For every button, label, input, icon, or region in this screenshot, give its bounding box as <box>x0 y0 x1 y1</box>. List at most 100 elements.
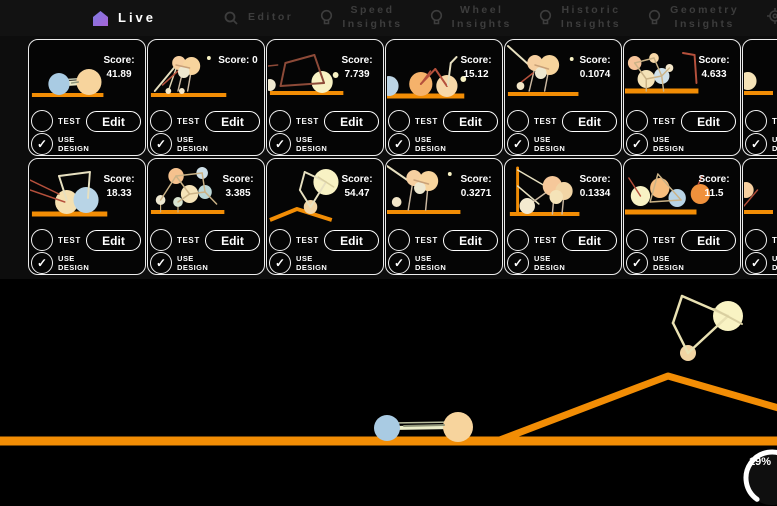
design-thumbnail <box>268 54 344 95</box>
design-thumbnail <box>30 171 108 217</box>
design-card: TEST Edit ✓ USE DESIGN <box>742 158 777 275</box>
design-thumbnail <box>387 56 467 99</box>
score-label: Score: 3.385 <box>222 174 254 199</box>
use-design-checkbox[interactable]: ✓ <box>269 133 291 155</box>
check-icon: ✓ <box>393 137 405 151</box>
design-card: Score: 0 TEST Edit ✓ USE DESIGN <box>147 39 265 156</box>
use-design-checkbox[interactable]: ✓ <box>507 133 529 155</box>
test-checkbox[interactable] <box>269 229 291 251</box>
edit-button[interactable]: Edit <box>205 230 260 251</box>
tab-historic-insights[interactable]: Historic Insights <box>539 4 621 31</box>
use-design-checkbox[interactable]: ✓ <box>745 252 767 274</box>
design-card: Score: 7.739 TEST Edit ✓ USE DESIGN <box>266 39 384 156</box>
use-design-checkbox[interactable]: ✓ <box>388 133 410 155</box>
use-design-checkbox[interactable]: ✓ <box>150 133 172 155</box>
edit-button[interactable]: Edit <box>443 111 498 132</box>
check-icon: ✓ <box>36 137 48 151</box>
use-design-checkbox[interactable]: ✓ <box>31 252 53 274</box>
test-checkbox[interactable] <box>626 229 648 251</box>
tab-editor[interactable]: Editor <box>223 10 293 26</box>
test-label: TEST <box>177 117 200 126</box>
check-icon: ✓ <box>512 137 524 151</box>
use-design-checkbox[interactable]: ✓ <box>626 133 648 155</box>
design-thumbnail <box>150 167 225 214</box>
design-thumbnail <box>625 52 699 94</box>
settings-gear-icon[interactable] <box>766 7 777 30</box>
use-design-label: USE DESIGN <box>534 254 566 273</box>
use-design-checkbox[interactable]: ✓ <box>507 252 529 274</box>
design-card: Score: 41.89 TEST Edit ✓ USE DESIGN <box>28 39 146 156</box>
score-label: Score: 7.739 <box>341 55 373 80</box>
nav-label: Wheel Insights <box>451 4 512 30</box>
use-design-label: USE DESIGN <box>177 135 209 154</box>
edit-button[interactable]: Edit <box>681 230 736 251</box>
nav-label: Live <box>118 9 157 25</box>
check-icon: ✓ <box>512 256 524 270</box>
edit-button[interactable]: Edit <box>86 111 141 132</box>
test-label: TEST <box>415 236 438 245</box>
score-label: Score: 15.12 <box>460 55 492 80</box>
check-icon: ✓ <box>631 137 643 151</box>
use-design-label: USE DESIGN <box>177 254 209 273</box>
score-label: Score: 11.5 <box>698 174 730 199</box>
test-label: TEST <box>415 117 438 126</box>
use-design-checkbox[interactable]: ✓ <box>150 252 172 274</box>
design-card: Score: 3.385 TEST Edit ✓ USE DESIGN <box>147 158 265 275</box>
test-checkbox[interactable] <box>269 110 291 132</box>
lightbulb-icon <box>648 9 661 27</box>
edit-button[interactable]: Edit <box>86 230 141 251</box>
use-design-checkbox[interactable]: ✓ <box>626 252 648 274</box>
test-checkbox[interactable] <box>150 229 172 251</box>
check-icon: ✓ <box>155 137 167 151</box>
use-design-checkbox[interactable]: ✓ <box>745 133 767 155</box>
use-design-checkbox[interactable]: ✓ <box>31 133 53 155</box>
edit-button[interactable]: Edit <box>681 111 736 132</box>
edit-button[interactable]: Edit <box>562 230 617 251</box>
edit-button[interactable]: Edit <box>205 111 260 132</box>
tab-wheel-insights[interactable]: Wheel Insights <box>430 4 512 31</box>
test-checkbox[interactable] <box>31 229 53 251</box>
lightbulb-icon <box>430 9 443 27</box>
check-icon: ✓ <box>750 137 762 151</box>
test-label: TEST <box>296 236 319 245</box>
nav-label: Geometry Insights <box>670 4 740 30</box>
use-design-checkbox[interactable]: ✓ <box>269 252 291 274</box>
use-design-label: USE DESIGN <box>653 254 685 273</box>
nav-label: Editor <box>248 11 294 24</box>
design-card: TEST Edit ✓ USE DESIGN <box>742 39 777 156</box>
use-design-label: USE DESIGN <box>772 254 777 273</box>
edit-button[interactable]: Edit <box>562 111 617 132</box>
test-checkbox[interactable] <box>626 110 648 132</box>
test-checkbox[interactable] <box>388 229 410 251</box>
search-icon <box>223 10 239 26</box>
test-checkbox[interactable] <box>507 229 529 251</box>
use-design-label: USE DESIGN <box>534 135 566 154</box>
edit-button[interactable]: Edit <box>324 230 379 251</box>
test-label: TEST <box>58 117 81 126</box>
score-label: Score: 41.89 <box>103 55 135 80</box>
test-label: TEST <box>653 117 676 126</box>
use-design-label: USE DESIGN <box>415 254 447 273</box>
test-checkbox[interactable] <box>745 229 767 251</box>
use-design-checkbox[interactable]: ✓ <box>388 252 410 274</box>
test-checkbox[interactable] <box>31 110 53 132</box>
test-label: TEST <box>177 236 200 245</box>
design-thumbnail <box>744 72 773 95</box>
test-checkbox[interactable] <box>150 110 172 132</box>
edit-button[interactable]: Edit <box>443 230 498 251</box>
top-navigation: Live Editor Speed Insights Wheel Insight… <box>0 0 777 36</box>
design-card: Score: 0.1074 TEST Edit ✓ USE DESIGN <box>504 39 622 156</box>
test-checkbox[interactable] <box>507 110 529 132</box>
tab-geometry-insights[interactable]: Geometry Insights <box>648 4 739 31</box>
design-thumbnail <box>31 69 104 97</box>
use-design-label: USE DESIGN <box>58 254 90 273</box>
test-checkbox[interactable] <box>745 110 767 132</box>
test-checkbox[interactable] <box>388 110 410 132</box>
edit-button[interactable]: Edit <box>324 111 379 132</box>
lightbulb-icon <box>320 9 333 27</box>
progress-ring: 19% <box>743 449 777 506</box>
tab-speed-insights[interactable]: Speed Insights <box>320 4 402 31</box>
use-design-label: USE DESIGN <box>653 135 685 154</box>
tab-live[interactable]: Live <box>92 10 156 27</box>
score-label: Score: 4.633 <box>698 55 730 80</box>
